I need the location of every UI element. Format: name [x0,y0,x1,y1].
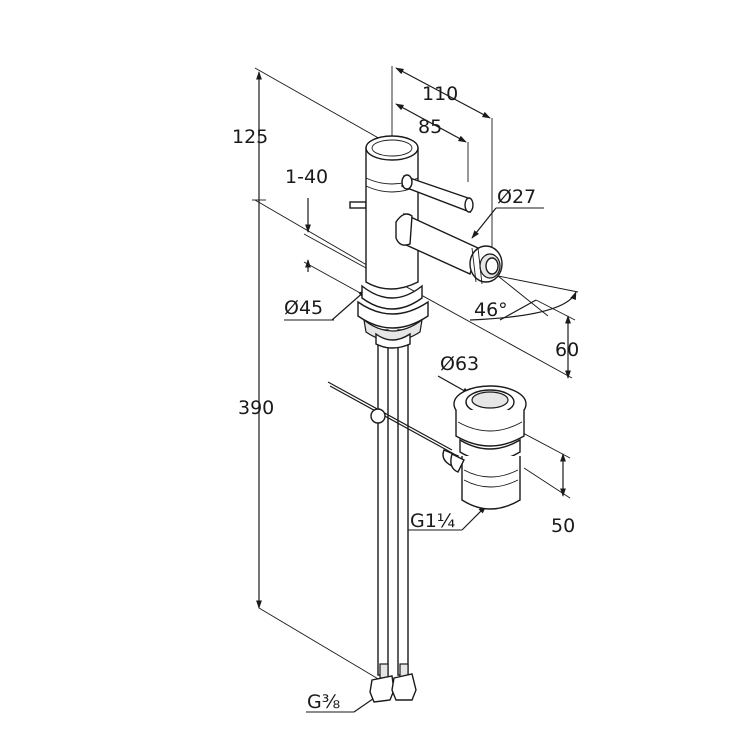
label-390: 390 [238,397,274,419]
pop-up-waste [450,385,527,510]
label-46-degrees: 46° [474,299,508,321]
label-g3-8: G⅜ [307,691,340,713]
dimension-lines [252,66,579,713]
label-85: 85 [418,116,442,138]
label-o63: Ø63 [440,353,479,375]
label-o45: Ø45 [284,297,323,319]
faucet-body [349,135,503,349]
supply-hoses [369,329,417,703]
label-o27: Ø27 [497,186,536,208]
label-g1-1-4: G1¼ [410,510,455,532]
label-125: 125 [232,126,268,148]
label-1-40: 1-40 [285,166,328,188]
dimension-labels: 110 85 125 1-40 Ø27 Ø45 46° 60 Ø63 390 5… [232,83,579,713]
label-110: 110 [422,83,458,105]
label-50: 50 [551,515,575,537]
pop-up-rod [327,381,460,467]
label-60: 60 [555,339,579,361]
